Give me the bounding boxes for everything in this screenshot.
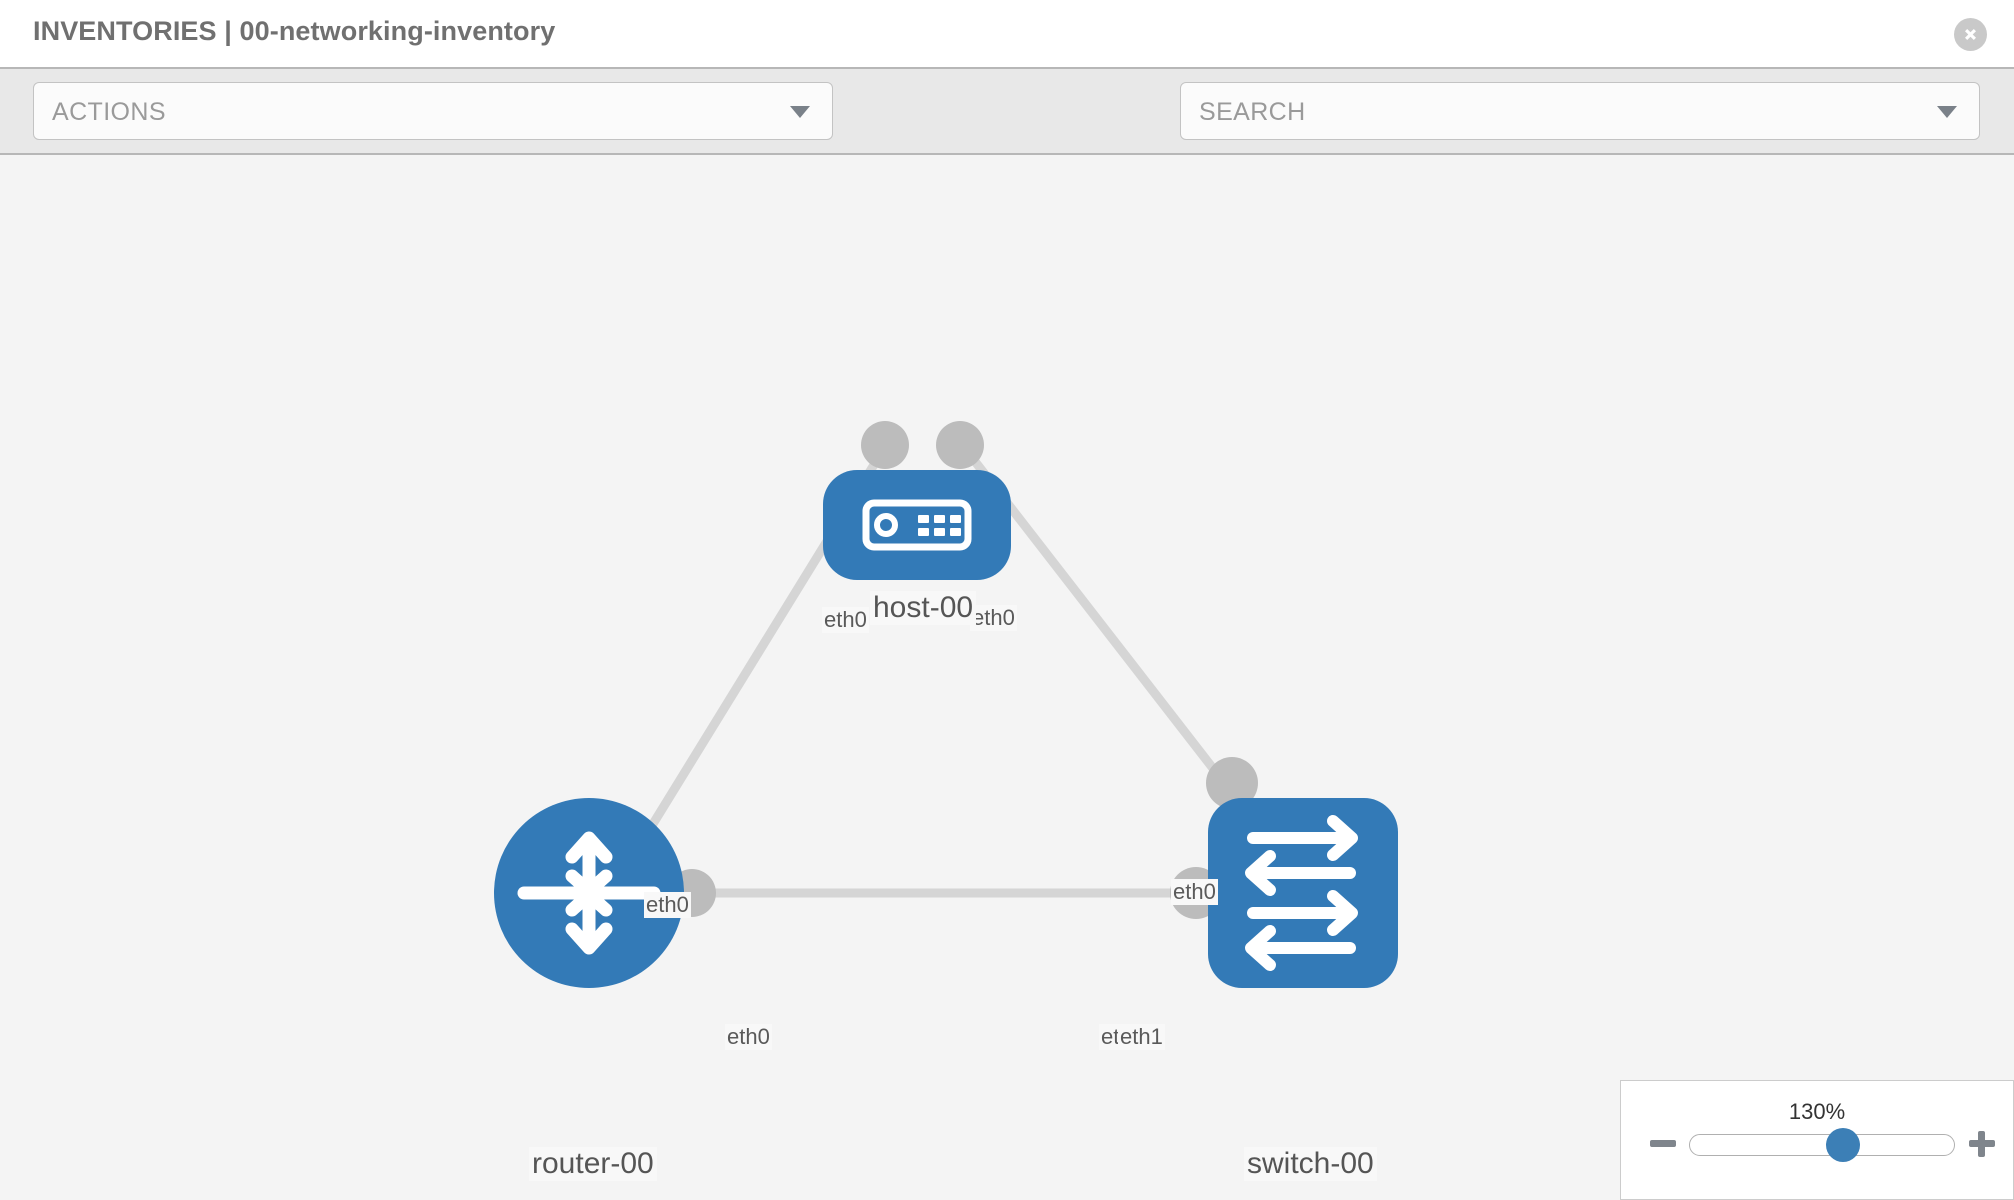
page-header: INVENTORIES | 00-networking-inventory xyxy=(0,0,2014,69)
plus-icon[interactable] xyxy=(1967,1129,1997,1159)
edge-label: eth1 xyxy=(1118,1024,1165,1050)
actions-dropdown-label: ACTIONS xyxy=(52,98,166,126)
edge-label: eth0 xyxy=(644,892,691,918)
topology-graph xyxy=(494,421,1398,988)
node-label-switch: switch-00 xyxy=(1244,1147,1377,1181)
node-router-00 xyxy=(494,798,684,988)
router-arrows-icon xyxy=(517,831,661,955)
chevron-down-icon[interactable] xyxy=(1937,106,1957,118)
port-host-left xyxy=(861,421,909,469)
zoom-control-panel: 130% xyxy=(1620,1080,2014,1200)
close-icon[interactable] xyxy=(1954,18,1987,51)
topology-canvas[interactable]: eth0 eth0 eth0 eth0 eth0 eth eth1 host-0… xyxy=(0,155,2014,1200)
node-host-00 xyxy=(823,470,1011,580)
chevron-down-icon xyxy=(790,106,810,118)
toolbar: ACTIONS SEARCH xyxy=(0,69,2014,202)
link-host-switch xyxy=(966,452,1226,783)
server-icon xyxy=(862,499,972,551)
port-switch-top xyxy=(1206,757,1258,809)
search-placeholder: SEARCH xyxy=(1199,98,1306,126)
port-host-right xyxy=(936,421,984,469)
edge-label: eth0 xyxy=(970,605,1017,631)
node-label-host: host-00 xyxy=(870,591,977,625)
edge-label: eth0 xyxy=(725,1024,772,1050)
edge-label: eth0 xyxy=(822,607,869,633)
page-title: INVENTORIES | 00-networking-inventory xyxy=(33,16,556,46)
actions-dropdown[interactable]: ACTIONS xyxy=(33,82,833,140)
zoom-percent-label: 130% xyxy=(1788,1099,1846,1124)
edge-label: eth0 xyxy=(1171,879,1218,905)
zoom-slider[interactable] xyxy=(1689,1128,1955,1162)
switch-arrows-icon xyxy=(1245,815,1358,971)
node-label-router: router-00 xyxy=(529,1147,657,1181)
minus-icon[interactable] xyxy=(1648,1129,1678,1159)
zoom-slider-thumb[interactable] xyxy=(1826,1128,1861,1162)
search-input[interactable]: SEARCH xyxy=(1180,82,1980,140)
node-switch-00 xyxy=(1208,798,1398,988)
